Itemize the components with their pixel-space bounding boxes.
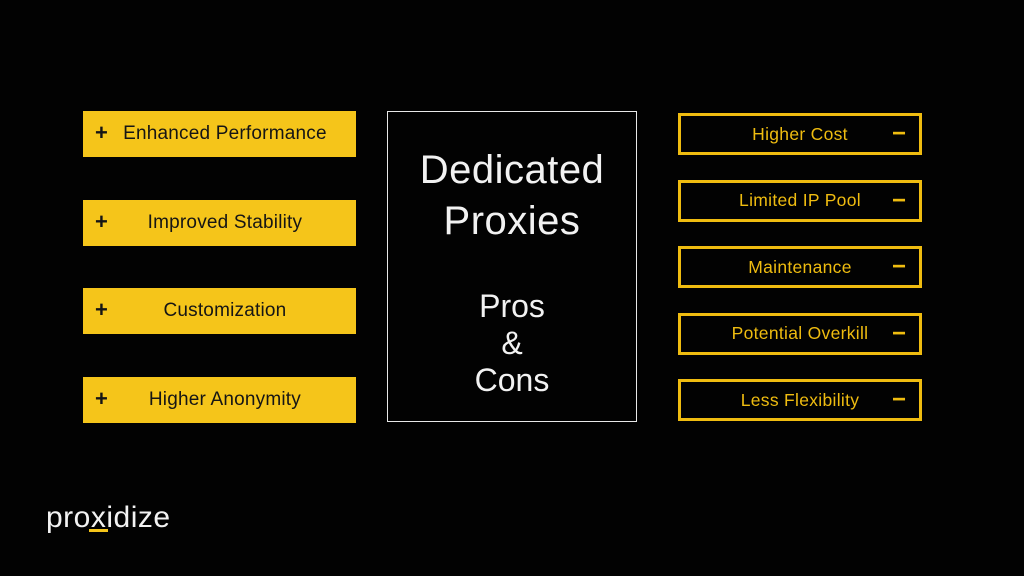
con-label: Higher Cost <box>752 123 848 144</box>
con-item: Potential Overkill − <box>678 312 922 355</box>
card-subtitle-line2: & <box>501 325 523 361</box>
logo-part2: idize <box>106 501 171 534</box>
pro-item: + Improved Stability <box>83 199 356 246</box>
card-title-line2: Proxies <box>443 199 581 243</box>
logo-part1: pro <box>46 501 91 534</box>
con-item: Limited IP Pool − <box>678 179 922 222</box>
pro-item: + Enhanced Performance <box>83 111 356 157</box>
cons-column: Higher Cost − Limited IP Pool − Maintena… <box>678 113 922 421</box>
minus-icon: − <box>891 253 906 280</box>
card-subtitle: Pros & Cons <box>475 288 550 399</box>
pro-label: Improved Stability <box>147 211 303 233</box>
minus-icon: − <box>891 120 906 147</box>
minus-icon: − <box>891 386 906 413</box>
logo-underlined-letter: x <box>88 501 108 534</box>
pro-item: + Customization <box>83 288 356 334</box>
card-subtitle-line1: Pros <box>479 288 545 324</box>
pro-label: Enhanced Performance <box>123 123 327 144</box>
card-subtitle-line3: Cons <box>474 362 550 398</box>
con-item: Less Flexibility − <box>678 379 922 421</box>
pros-column: + Enhanced Performance + Improved Stabil… <box>83 111 356 423</box>
minus-icon: − <box>891 186 906 214</box>
con-label: Less Flexibility <box>740 389 860 410</box>
center-title-card: Dedicated Proxies Pros & Cons <box>387 111 637 422</box>
plus-icon: + <box>95 297 108 322</box>
con-item: Higher Cost − <box>678 113 922 155</box>
plus-icon: + <box>95 385 108 411</box>
pro-label: Higher Anonymity <box>148 388 301 410</box>
plus-icon: + <box>95 120 108 145</box>
pro-item: + Higher Anonymity <box>83 376 356 423</box>
con-label: Potential Overkill <box>731 323 869 343</box>
con-item: Maintenance − <box>678 246 922 288</box>
card-title-line1: Dedicated <box>419 148 605 192</box>
card-title: Dedicated Proxies <box>420 145 605 247</box>
con-label: Maintenance <box>748 256 852 277</box>
minus-icon: − <box>891 319 906 347</box>
proxidize-logo: proxidize <box>46 501 171 535</box>
plus-icon: + <box>95 208 108 234</box>
pro-label: Customization <box>163 300 287 321</box>
con-label: Limited IP Pool <box>739 190 861 210</box>
